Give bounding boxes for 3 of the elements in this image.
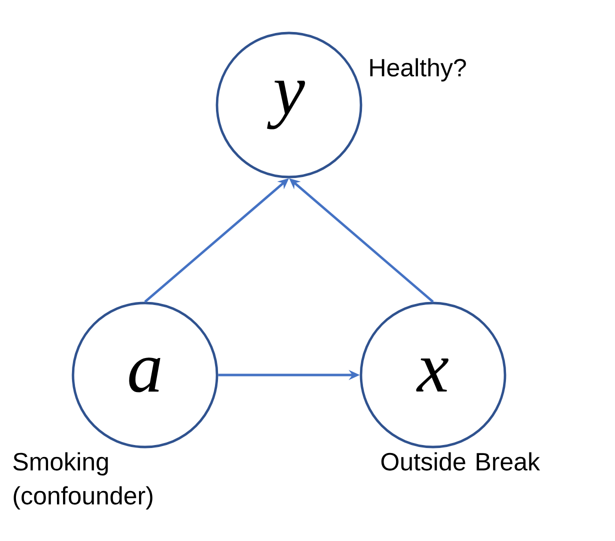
variable-label: Smoking (confounder) (13, 452, 152, 510)
variable-label: Outside Break (381, 452, 540, 471)
variable-label: Healthy? (370, 58, 466, 82)
